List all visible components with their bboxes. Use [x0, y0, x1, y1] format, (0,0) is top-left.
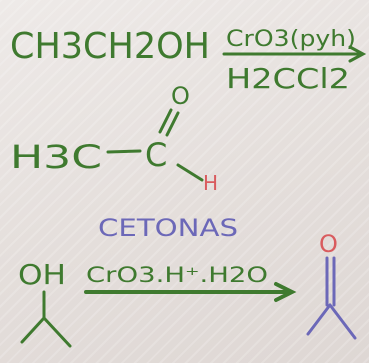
acetone-skeleton — [306, 303, 357, 340]
reagent-below-arrow: H2CCl2 — [226, 62, 350, 95]
methyl-group-label: H3C — [10, 138, 102, 176]
reagent-underline-arrow — [84, 282, 297, 302]
carbonyl-double-bond — [158, 108, 180, 137]
ketone-oxygen-label: O — [319, 230, 338, 258]
isopropanol-skeleton — [20, 290, 72, 348]
reagent-arrow-2: CrO3.H⁺.H2O — [86, 263, 268, 287]
aldehyde-hydrogen-label: H — [203, 171, 218, 195]
hydroxyl-label: OH — [18, 258, 66, 291]
reagent-above-arrow: CrO3(pyh) — [226, 27, 356, 52]
carbon-hydrogen-bond — [176, 163, 204, 182]
carbon-carbon-bond — [106, 149, 142, 154]
carbonyl-carbon-label: C — [145, 136, 167, 174]
ethanol-formula: CH3CH2OH — [10, 26, 210, 67]
ketone-double-bond — [325, 256, 336, 307]
aldehyde-oxygen-label: O — [171, 82, 190, 110]
section-title-cetonas: CETONAS — [98, 214, 238, 242]
reaction-arrow-1 — [222, 45, 367, 63]
